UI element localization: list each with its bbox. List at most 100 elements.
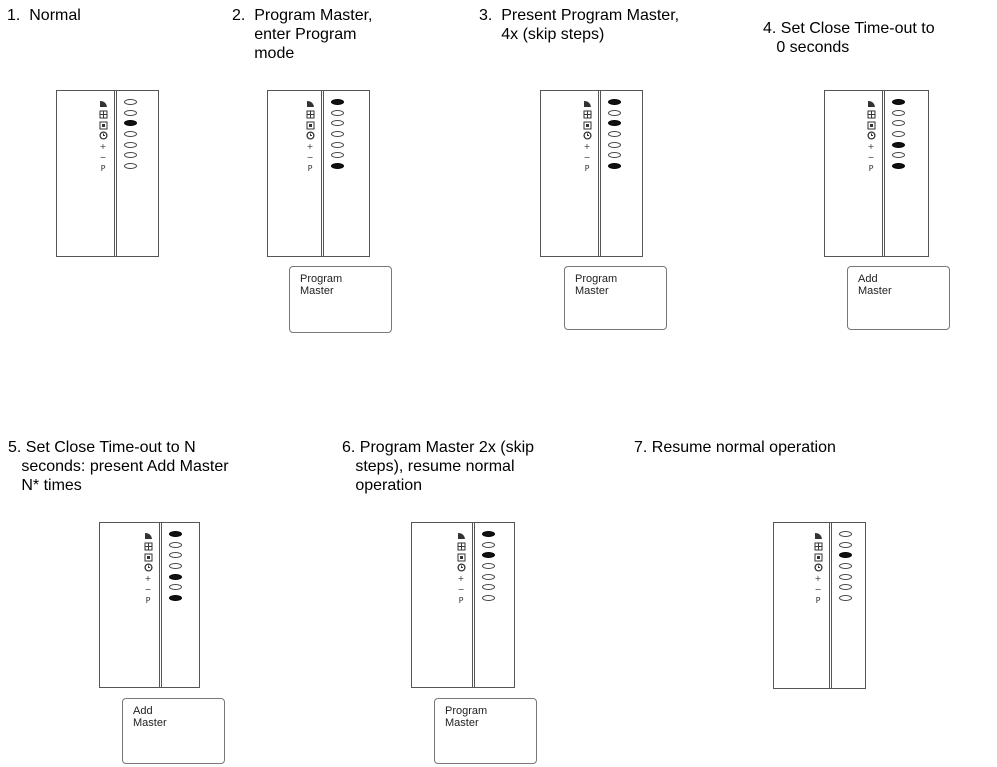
step-title: 1. Normal [7,7,81,24]
card-icon [583,121,592,130]
minus-icon: − [867,152,875,162]
led-indicator-6-off [124,152,137,159]
step-title: 4. Set Close Time-out to 0 seconds [763,20,935,56]
led-column [331,99,344,174]
clock-icon [305,131,315,140]
led-column [169,531,182,606]
keypad-icon [306,110,315,119]
led-indicator-5-off [124,141,137,148]
plus-icon: + [867,142,875,152]
step-title: 7. Resume normal operation [634,439,836,456]
led-indicator-7-off [839,595,852,602]
indicator-icons: +−P [143,531,153,607]
led-indicator-7-on [169,595,182,602]
panel-divider [882,91,885,256]
led-indicator-7-on [608,163,621,170]
card-icon [306,121,315,130]
reader-panel: +−P [99,522,200,688]
led-indicator-4-off [124,131,137,138]
led-indicator-3-off [331,120,344,127]
led-indicator-2-off [169,541,182,548]
led-indicator-2-off [124,109,137,116]
led-indicator-5-off [608,141,621,148]
program-icon: P [584,163,590,173]
led-column [839,531,852,606]
led-indicator-1-on [169,531,182,537]
panel-divider [829,523,832,688]
clock-icon [866,131,876,140]
indicator-icons: +−P [866,99,876,175]
reader-panel: +−P [411,522,515,688]
add-master-card: Add Master [122,698,225,764]
led-column [482,531,495,606]
keypad-icon [144,542,153,551]
led-indicator-7-off [124,163,137,170]
led-column [124,99,137,174]
led-indicator-5-off [482,573,495,580]
reader-panel: +−P [56,90,159,257]
program-icon: P [458,595,464,605]
program-icon: P [815,595,821,605]
led-indicator-4-off [839,563,852,570]
led-indicator-6-off [331,152,344,159]
led-indicator-5-off [331,141,344,148]
plus-icon: + [99,142,107,152]
step-title: 6. Program Master 2x (skip steps), resum… [342,439,535,494]
panel-divider [159,523,162,687]
led-indicator-2-off [839,541,852,548]
panel-divider [472,523,475,687]
card-icon [457,553,466,562]
clock-icon [98,131,108,140]
led-indicator-4-off [892,131,905,138]
led-indicator-1-on [892,99,905,105]
led-indicator-1-off [839,531,852,537]
program-icon: P [307,163,313,173]
led-indicator-7-on [331,163,344,170]
program-icon: P [100,163,106,173]
minus-icon: − [144,584,152,594]
clock-icon [456,563,466,572]
keypad-icon [457,542,466,551]
plus-icon: + [144,574,152,584]
program-master-card: Program Master [564,266,667,330]
led-indicator-3-off [169,552,182,559]
card-icon [99,121,108,130]
led-indicator-3-on [124,120,137,127]
panel-divider [114,91,117,256]
card-icon [867,121,876,130]
program-icon: P [145,595,151,605]
indicator-icons: +−P [456,531,466,607]
clock-icon [143,563,153,572]
led-indicator-3-on [608,120,621,127]
led-indicator-4-off [169,563,182,570]
led-indicator-7-on [892,163,905,170]
rf-icon [457,531,466,540]
plus-icon: + [457,574,465,584]
led-indicator-1-on [331,99,344,105]
led-indicator-4-off [608,131,621,138]
indicator-icons: +−P [305,99,315,175]
step-title: 2. Program Master, enter Program mode [232,7,373,62]
minus-icon: − [457,584,465,594]
add-master-card: Add Master [847,266,950,330]
panel-divider [321,91,324,256]
rf-icon [306,99,315,108]
card-icon [814,553,823,562]
led-column [608,99,621,174]
indicator-icons: +−P [813,531,823,607]
led-indicator-4-off [331,131,344,138]
plus-icon: + [814,574,822,584]
plus-icon: + [583,142,591,152]
minus-icon: − [99,152,107,162]
card-icon [144,553,153,562]
reader-panel: +−P [824,90,929,257]
keypad-icon [99,110,108,119]
led-indicator-6-off [892,152,905,159]
reader-panel: +−P [773,522,866,689]
rf-icon [144,531,153,540]
reader-panel: +−P [267,90,370,257]
minus-icon: − [814,584,822,594]
panel-divider [598,91,601,256]
led-indicator-5-on [892,141,905,148]
program-icon: P [868,163,874,173]
